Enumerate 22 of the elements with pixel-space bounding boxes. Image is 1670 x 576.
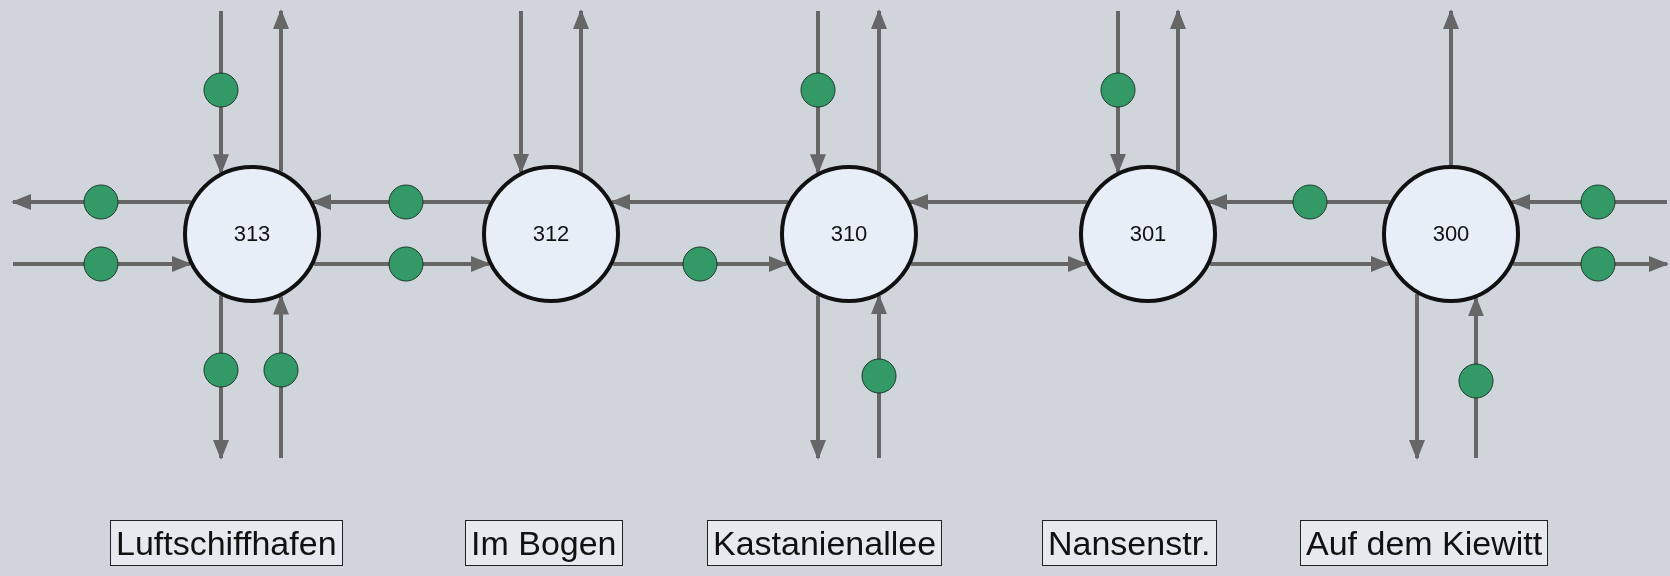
signal-node-circle: 310 (780, 165, 918, 303)
signal-node-circle: 312 (482, 165, 620, 303)
arrow (1409, 294, 1425, 460)
signal-node-circle: 300 (1382, 165, 1520, 303)
stop-name-label: Nansenstr. (1042, 520, 1217, 566)
arrow (1210, 256, 1391, 272)
arrow (1170, 9, 1186, 172)
arrow (908, 194, 1087, 210)
stop-name-label: Auf dem Kiewitt (1300, 520, 1549, 566)
arrow (871, 9, 887, 172)
stop-name-label: Im Bogen (465, 520, 623, 566)
arrow (573, 9, 589, 172)
arrow (610, 194, 788, 210)
stop-name-label: Luftschiffhafen (110, 520, 343, 566)
arrow (273, 9, 289, 172)
arrow (513, 11, 529, 174)
signal-node-circle: 313 (183, 165, 321, 303)
arrow (810, 295, 826, 460)
stop-name-label: Kastanienallee (707, 520, 943, 566)
signal-node-circle: 301 (1079, 165, 1217, 303)
arrow (911, 256, 1088, 272)
arrow (1443, 9, 1459, 165)
